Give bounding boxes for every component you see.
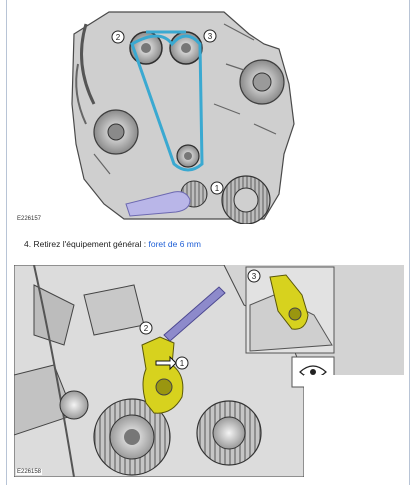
callout-2: 2 [111, 30, 125, 44]
locking-tool-highlight [125, 191, 191, 217]
bracket-highlight [141, 336, 184, 414]
tool-link[interactable]: foret de 6 mm [148, 239, 201, 249]
camshaft-bracket-figure: 2 1 3 E226158 [14, 265, 404, 477]
svg-text:2: 2 [144, 324, 149, 333]
engine-closeup-illustration: 2 1 3 [14, 265, 404, 477]
figure-code-bottom: E226158 [16, 469, 43, 475]
svg-text:2: 2 [116, 33, 121, 42]
svg-text:3: 3 [252, 272, 257, 281]
right-page-rule [409, 0, 410, 485]
engine-front-illustration: 2 3 1 [71, 11, 295, 224]
svg-text:1: 1 [180, 359, 185, 368]
engine-timing-belt-figure: 2 3 1 E226157 [14, 4, 406, 224]
figure-code-top: E226157 [16, 216, 43, 222]
callout-3: 3 [203, 29, 217, 43]
callout-2-bottom: 2 [139, 321, 153, 335]
callout-1-bottom: 1 [175, 356, 189, 370]
svg-text:3: 3 [208, 32, 213, 41]
left-page-rule [6, 0, 7, 485]
step-number: 4. [24, 239, 32, 249]
timing-chain-highlight [130, 34, 204, 172]
drill-bit-highlight [163, 286, 226, 342]
instruction-step: 4. Retirez l'équipement général : foret … [24, 239, 201, 249]
detail-inset: 3 [245, 266, 335, 354]
svg-text:1: 1 [215, 184, 220, 193]
step-text: Retirez l'équipement général : [33, 239, 147, 249]
callout-1: 1 [210, 181, 224, 195]
